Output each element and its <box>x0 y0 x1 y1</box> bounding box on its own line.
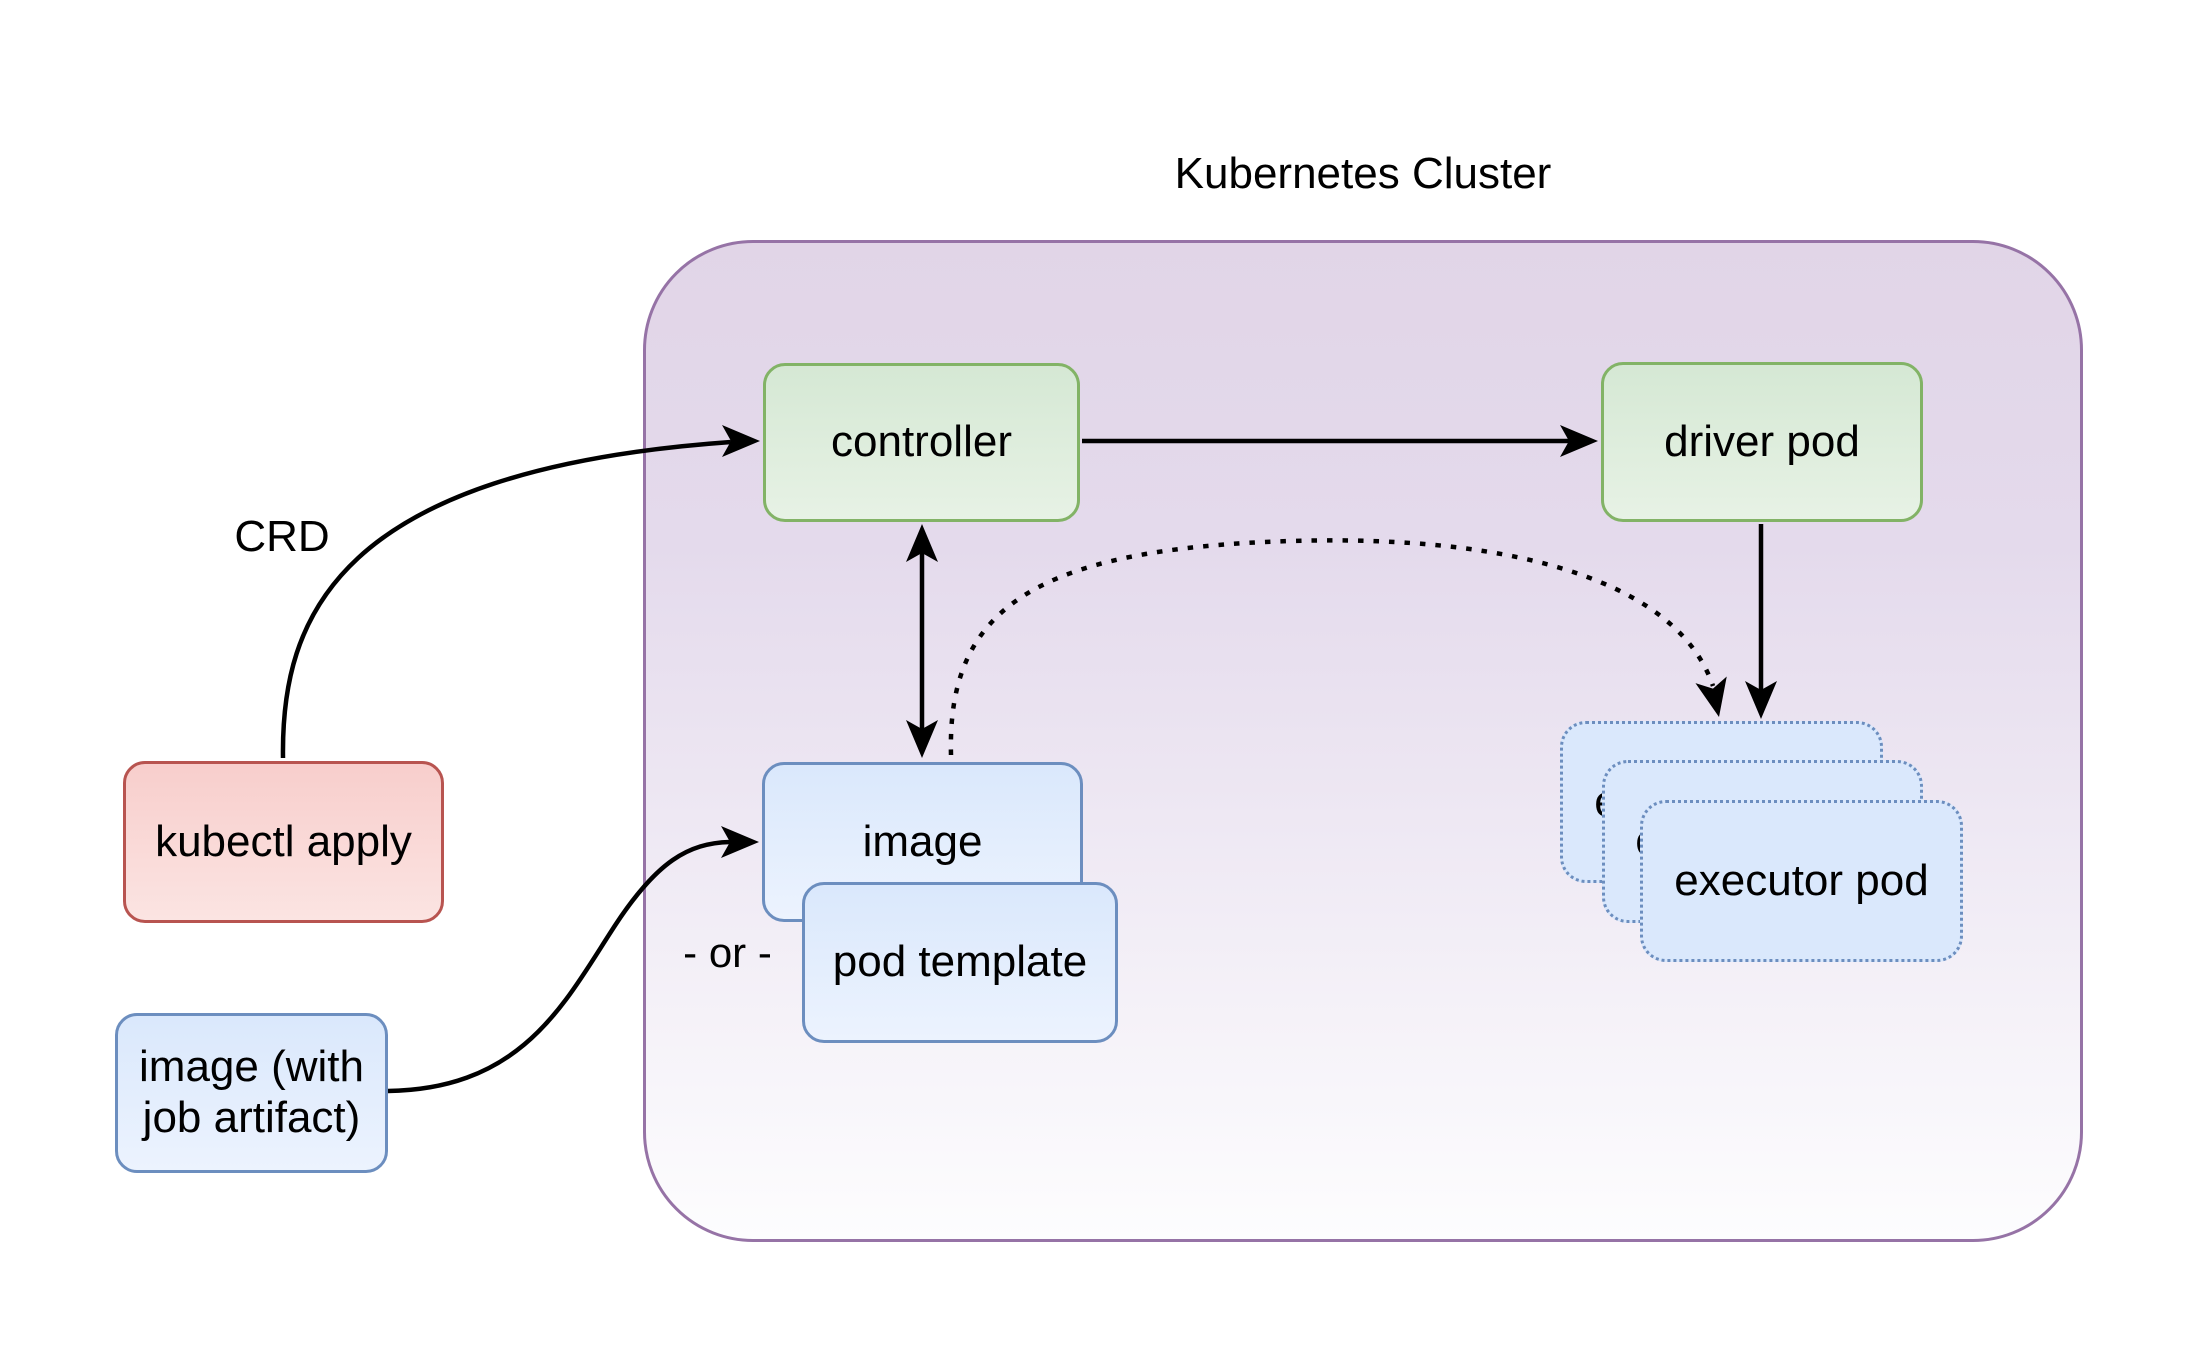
edge-image-to-executors-dotted <box>948 538 1716 756</box>
node-controller-label: controller <box>831 417 1012 467</box>
node-controller: controller <box>763 363 1080 522</box>
node-executor-pod-front-label: executor pod <box>1674 855 1929 905</box>
arrowhead-into-image-left <box>721 826 759 858</box>
arrowhead-into-image-top <box>906 720 938 758</box>
node-driver-pod: driver pod <box>1601 362 1923 522</box>
node-image-label: image <box>862 816 983 866</box>
arrowhead-into-controller-bottom <box>906 524 938 562</box>
arrowhead-dotted-into-executors <box>1695 676 1727 717</box>
node-kubectl-apply-label: kubectl apply <box>155 816 412 866</box>
edge-label-crd: CRD <box>234 512 330 561</box>
arrowhead-into-driver-left <box>1560 425 1598 457</box>
edge-or-curve <box>387 839 731 1094</box>
node-kubectl-apply: kubectl apply <box>123 761 444 923</box>
node-driver-pod-label: driver pod <box>1664 416 1860 466</box>
edge-label-or: - or - <box>683 929 772 976</box>
node-pod-template-label: pod template <box>832 937 1088 987</box>
node-pod-template: pod template <box>802 882 1118 1043</box>
node-image-with-job-artifact: image (with job artifact) <box>115 1013 388 1173</box>
cluster-title: Kubernetes Cluster <box>1174 149 1552 198</box>
arrowhead-into-controller-left <box>722 425 760 457</box>
node-executor-pod-front: executor pod <box>1640 800 1963 962</box>
arrowhead-driver-into-executors <box>1745 681 1777 719</box>
edge-crd-curve <box>280 439 732 759</box>
node-image-with-job-artifact-label: image (with job artifact) <box>139 1042 364 1142</box>
